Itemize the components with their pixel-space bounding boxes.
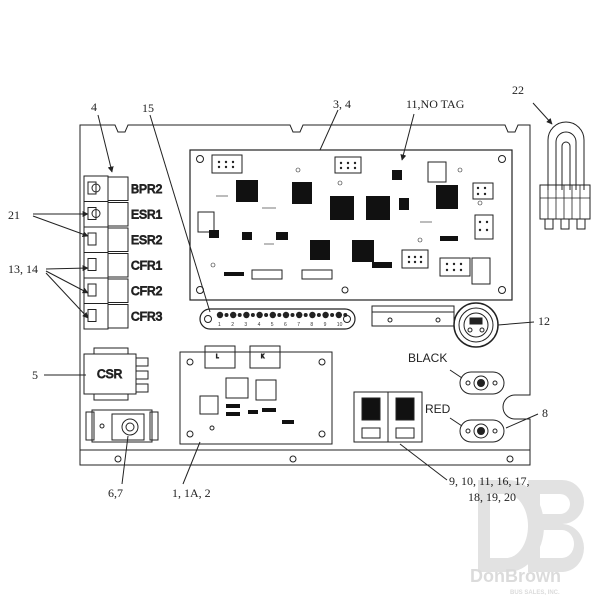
strip-screw (224, 313, 229, 317)
strip-number: 4 (258, 322, 261, 328)
red-terminal-label: RED (425, 402, 451, 416)
strip-screw (296, 311, 303, 319)
watermark-logo: DonBrown BUS SALES, INC. (470, 480, 584, 596)
strip-screw (256, 311, 263, 319)
callout-21: 21 (8, 208, 20, 222)
callout-9-17: 9, 10, 11, 16, 17, (449, 474, 530, 488)
circuit-breaker (85, 409, 159, 443)
strip-screw (264, 313, 269, 317)
strip-number: 10 (337, 322, 343, 328)
strip-screw (322, 311, 329, 319)
capacitor (453, 302, 499, 348)
strip-end-hole (343, 315, 351, 323)
black-terminal-label: BLACK (408, 351, 447, 365)
relay-label: ESR2 (131, 233, 163, 247)
csr-label: CSR (97, 367, 123, 381)
callout-12: 12 (538, 314, 550, 328)
strip-screw (269, 311, 276, 319)
callout-15: 15 (142, 101, 154, 115)
callout-11: 11,NO TAG (406, 97, 465, 111)
mounting-holes (114, 455, 514, 463)
strip-screw (335, 311, 342, 319)
harness-connector (539, 121, 591, 230)
callout-3-4: 3, 4 (333, 97, 351, 111)
relay-label: CFR3 (131, 310, 163, 324)
strip-screw (282, 311, 290, 319)
callout-4: 4 (91, 100, 97, 114)
relay-board: L K (179, 345, 333, 445)
relay-esr1: ESR1 (83, 201, 163, 228)
enclosure (79, 124, 531, 466)
relay-label: CFR2 (131, 284, 163, 298)
strip-number: 6 (284, 322, 287, 328)
relay-esr2: ESR2 (83, 226, 163, 253)
strip-screw (250, 313, 255, 317)
strip-screw (316, 313, 321, 317)
watermark-subtext: BUS SALES, INC. (510, 590, 560, 596)
relay-cfr2: CFR2 (83, 277, 163, 304)
callout-5: 5 (32, 368, 38, 382)
strip-screw (237, 313, 242, 317)
strip-number: 3 (244, 322, 247, 328)
relay-cfr1: CFR1 (83, 252, 163, 279)
leader-lines (32, 102, 553, 485)
strip-number: 9 (324, 322, 327, 328)
relay-k-label: K (261, 354, 265, 360)
strip-screw (277, 313, 282, 317)
strip-screw (290, 313, 295, 317)
strip-number: 5 (271, 322, 274, 328)
watermark-text: DonBrown (470, 566, 561, 586)
callout-18-20: 18, 19, 20 (468, 490, 516, 504)
power-terminals (449, 369, 505, 443)
strip-screw (216, 311, 224, 319)
fuse-block (353, 391, 423, 443)
callout-6-7: 6,7 (108, 486, 123, 500)
strip-screw (330, 313, 335, 317)
heatsink-bar (371, 305, 455, 327)
callout-13-14: 13, 14 (8, 262, 38, 276)
relay-label: BPR2 (131, 182, 163, 196)
callout-22: 22 (512, 83, 524, 97)
strip-screw (243, 311, 250, 319)
callout-1-1a-2: 1, 1A, 2 (172, 486, 211, 500)
strip-screw (309, 311, 316, 319)
relay-label: ESR1 (131, 208, 163, 222)
strip-number: 1 (218, 322, 221, 328)
callout-8: 8 (542, 406, 548, 420)
control-board (189, 149, 513, 301)
callouts: 4 15 3, 4 11,NO TAG 22 21 13, 14 5 12 8 … (8, 83, 550, 504)
terminal-strip: 1 2 3 4 5 6 7 8 9 10 (199, 308, 356, 330)
relay-bpr2: BPR2 (83, 175, 163, 202)
relay-cfr3: CFR3 (83, 303, 163, 330)
csr-module: CSR (83, 347, 149, 401)
strip-number: 2 (231, 322, 234, 328)
strip-number: 8 (310, 322, 313, 328)
relay-l-label: L (216, 354, 219, 360)
relay-label: CFR1 (131, 259, 163, 273)
strip-screw (230, 311, 237, 319)
strip-screw (303, 313, 308, 317)
strip-end-hole (204, 315, 212, 323)
strip-number: 7 (297, 322, 300, 328)
